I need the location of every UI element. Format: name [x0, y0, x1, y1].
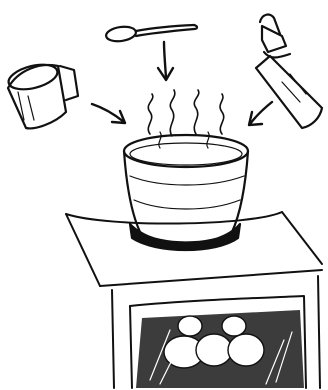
steam-icon — [148, 90, 223, 148]
fire-icon — [136, 310, 304, 388]
arrow-down-icon — [158, 42, 173, 80]
arrow-right-icon — [92, 104, 125, 123]
cup-icon — [6, 60, 78, 128]
arrow-left-icon — [249, 102, 272, 125]
spoon-icon — [105, 25, 197, 43]
cooking-pot-icon — [124, 135, 248, 250]
baby-bottle-icon — [256, 15, 322, 128]
